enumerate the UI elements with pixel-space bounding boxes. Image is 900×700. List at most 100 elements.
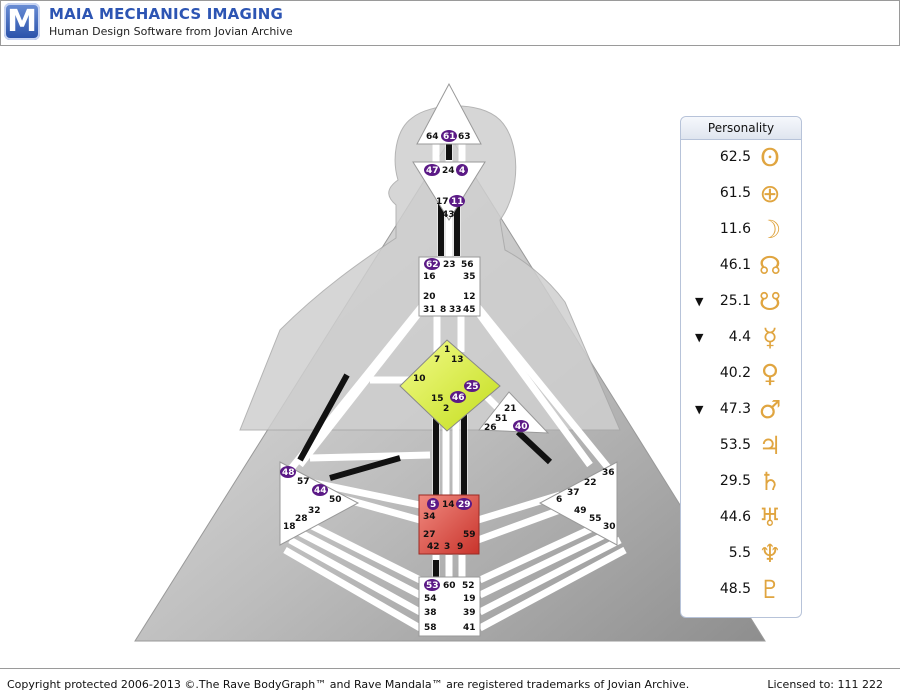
gate-highlight (450, 391, 466, 403)
gate-label: 58 (424, 623, 437, 633)
south-node-icon: ☋ (758, 287, 782, 316)
gate-label: 26 (484, 423, 497, 433)
app-subtitle: Human Design Software from Jovian Archiv… (49, 25, 293, 38)
planet-row-venus[interactable]: 40.2 ♀ (681, 357, 801, 393)
gate-label: 48 (282, 468, 295, 478)
gate-label: 11 (451, 197, 464, 207)
gate-label: 6 (556, 495, 562, 505)
gate-line-value: 5.5 (728, 545, 751, 561)
gate-line-value: 62.5 (719, 149, 751, 165)
planet-row-moon[interactable]: 11.6 ☽ (681, 213, 801, 249)
gate-highlight (449, 195, 465, 207)
uranus-icon: ♅ (758, 503, 782, 532)
planet-row-north-node[interactable]: 46.1 ☊ (681, 249, 801, 285)
gate-label: 9 (457, 542, 463, 552)
gate-labels: 64 61 63 47 24 4 17 11 43 62 23 56 16 35… (280, 130, 616, 633)
gate-label: 5 (430, 500, 436, 510)
gate-line-value: 29.5 (719, 473, 751, 489)
ajna-center (412, 161, 486, 221)
north-node-icon: ☊ (758, 251, 782, 280)
gate-label: 34 (423, 512, 436, 522)
license-text: Licensed to: 111 222 (767, 678, 883, 691)
gate-label: 35 (463, 272, 476, 282)
bodygraph: 64 61 63 47 24 4 17 11 43 62 23 56 16 35… (134, 82, 766, 642)
neptune-icon: ♆ (758, 539, 782, 568)
gate-label: 29 (458, 500, 471, 510)
gate-label: 22 (584, 478, 597, 488)
gate-highlight (424, 164, 440, 176)
planet-row-mercury[interactable]: ▼ 4.4 ☿ (681, 321, 801, 357)
planet-row-mars[interactable]: ▼ 47.3 ♂ (681, 393, 801, 429)
gate-label: 12 (463, 292, 476, 302)
earth-icon: ⊕ (759, 179, 781, 208)
planet-row-pluto[interactable]: 48.5 ♇ (681, 573, 801, 609)
planet-row-earth[interactable]: 61.5 ⊕ (681, 177, 801, 213)
planet-row-sun[interactable]: 62.5 ʘ (681, 141, 801, 177)
gate-label: 63 (458, 132, 471, 142)
saturn-icon: ♄ (758, 467, 782, 496)
retrograde-indicator: ▼ (695, 331, 704, 344)
mercury-icon: ☿ (762, 323, 778, 352)
gate-label: 57 (297, 477, 310, 487)
gate-label: 25 (466, 382, 479, 392)
gate-label: 28 (295, 514, 308, 524)
gate-label: 39 (463, 608, 476, 618)
heart-center (478, 391, 550, 434)
gate-label: 49 (574, 506, 587, 516)
gate-label: 44 (314, 486, 327, 496)
personality-header: Personality (681, 117, 801, 140)
planet-row-uranus[interactable]: 44.6 ♅ (681, 501, 801, 537)
gate-label: 46 (452, 393, 465, 403)
gate-label: 55 (589, 514, 602, 524)
gate-line-value: 44.6 (719, 509, 751, 525)
gate-label: 38 (424, 608, 437, 618)
gate-label: 45 (463, 305, 476, 315)
gate-label: 19 (463, 594, 476, 604)
retrograde-indicator: ▼ (695, 403, 704, 416)
gate-line-value: 53.5 (719, 437, 751, 453)
gate-label: 40 (515, 422, 528, 432)
gate-highlight (280, 466, 296, 478)
gate-highlight (464, 380, 480, 392)
venus-icon: ♀ (760, 359, 780, 388)
gate-line-value: 25.1 (719, 293, 751, 309)
gate-label: 4 (459, 166, 465, 176)
gate-label: 64 (426, 132, 439, 142)
gate-label: 1 (444, 345, 450, 355)
gate-label: 10 (413, 374, 426, 384)
gate-label: 31 (423, 305, 436, 315)
pluto-icon: ♇ (758, 575, 782, 604)
gate-highlight (312, 484, 328, 496)
mars-icon: ♂ (758, 395, 782, 424)
gate-label: 43 (442, 210, 455, 220)
gate-label: 27 (423, 530, 436, 540)
gate-highlight (456, 498, 472, 510)
gate-highlight (424, 579, 440, 591)
gate-line-value: 47.3 (719, 401, 751, 417)
gate-label: 24 (442, 166, 455, 176)
jupiter-icon: ♃ (758, 431, 782, 460)
planet-row-jupiter[interactable]: 53.5 ♃ (681, 429, 801, 465)
planet-row-saturn[interactable]: 29.5 ♄ (681, 465, 801, 501)
gate-label: 3 (444, 542, 450, 552)
gate-label: 62 (426, 260, 439, 270)
gate-label: 61 (443, 132, 456, 142)
planet-row-south-node[interactable]: ▼ 25.1 ☋ (681, 285, 801, 321)
solar-plexus-center (538, 461, 618, 546)
gate-label: 8 (440, 305, 446, 315)
gate-label: 52 (462, 581, 475, 591)
gate-label: 51 (495, 414, 508, 424)
gate-label: 30 (603, 522, 616, 532)
gate-highlight (513, 420, 529, 432)
planet-row-neptune[interactable]: 5.5 ♆ (681, 537, 801, 573)
gate-label: 23 (443, 260, 456, 270)
g-center[interactable] (399, 339, 501, 432)
bodygraph-stage: 64 61 63 47 24 4 17 11 43 62 23 56 16 35… (0, 45, 900, 667)
gate-label: 56 (461, 260, 474, 270)
gate-line-value: 46.1 (719, 257, 751, 273)
footer-bar: Copyright protected 2006-2013 ©.The Rave… (0, 668, 900, 700)
gate-label: 20 (423, 292, 436, 302)
gate-highlight (441, 130, 457, 142)
personality-panel: Personality 62.5 ʘ 61.5 ⊕ 11.6 ☽ 46.1 ☊ … (680, 116, 802, 618)
gate-label: 37 (567, 488, 580, 498)
